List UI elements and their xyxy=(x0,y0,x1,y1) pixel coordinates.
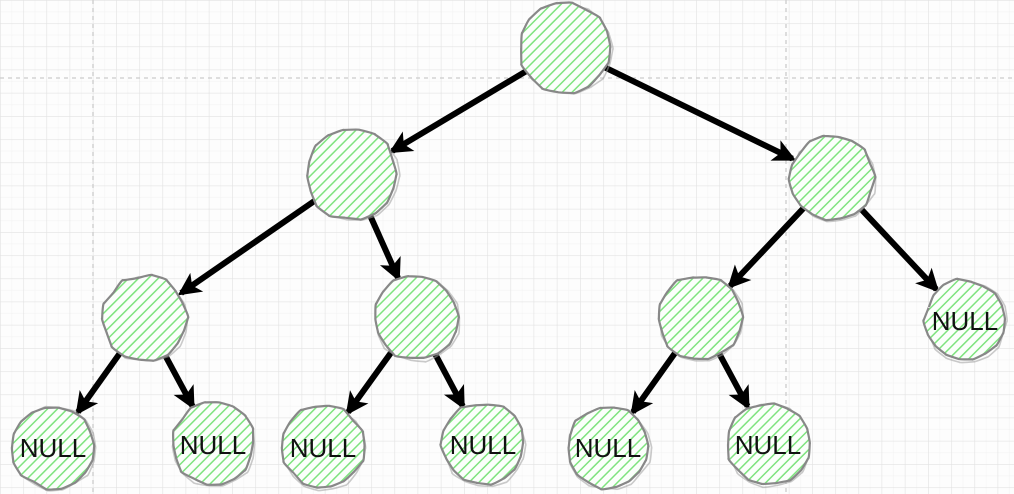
grid-pattern xyxy=(0,0,1014,494)
graph-paper-background xyxy=(0,0,1014,494)
